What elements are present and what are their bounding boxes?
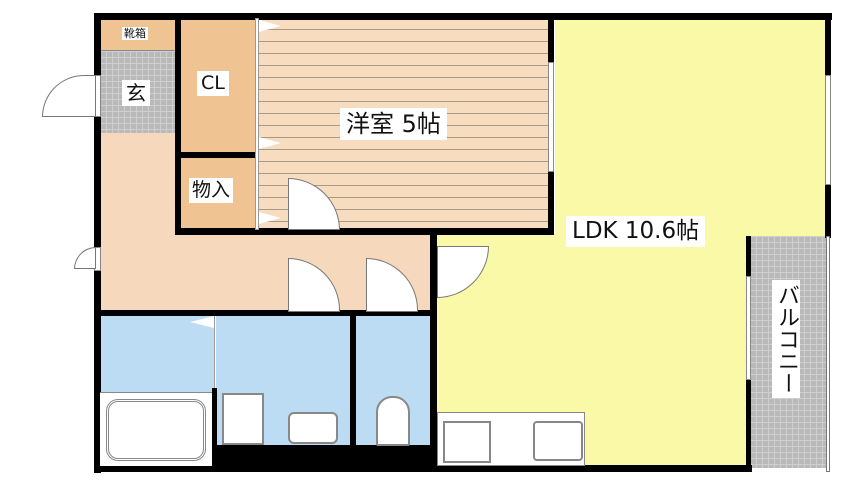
- closet-door-icon: [259, 137, 281, 149]
- wall: [430, 235, 437, 472]
- ldk-floor: [555, 18, 827, 236]
- window: [548, 62, 554, 172]
- balcony-rail: [826, 236, 830, 472]
- ldk-label: LDK 10.6帖: [566, 216, 706, 247]
- storage-door-icon: [259, 212, 281, 224]
- bath-door-rail: [214, 316, 216, 388]
- closet-label: CL: [197, 71, 229, 96]
- window: [825, 75, 831, 185]
- wall: [746, 236, 751, 276]
- wall: [350, 316, 356, 446]
- storage-label: 物入: [189, 178, 234, 203]
- wall: [215, 445, 433, 470]
- sink-icon: [288, 412, 338, 444]
- wall: [175, 152, 257, 158]
- wall: [94, 13, 101, 473]
- bathtub-icon: [100, 392, 212, 466]
- kitchen-sink-icon: [533, 421, 583, 461]
- closet-door-icon: [259, 20, 281, 32]
- wall: [94, 13, 832, 20]
- wall: [212, 388, 217, 472]
- western-room-label: 洋室 5帖: [340, 108, 447, 140]
- bath-door-icon: [190, 316, 214, 328]
- closet-door-rail: [255, 18, 259, 230]
- wall: [94, 310, 436, 316]
- balcony-label: バルコニー: [772, 280, 800, 398]
- stove-icon: [443, 421, 491, 463]
- kitchen-counter: [437, 412, 585, 466]
- wall: [175, 13, 181, 235]
- shoe-box-label: 靴箱: [122, 27, 148, 40]
- wall: [175, 228, 553, 235]
- window: [746, 276, 751, 380]
- side-door[interactable]: [74, 247, 96, 269]
- wall: [746, 380, 751, 472]
- toilet-icon: [376, 396, 410, 446]
- entrance-door[interactable]: [42, 75, 96, 117]
- entrance-label: 玄: [122, 80, 150, 106]
- washing-machine-icon: [222, 393, 264, 445]
